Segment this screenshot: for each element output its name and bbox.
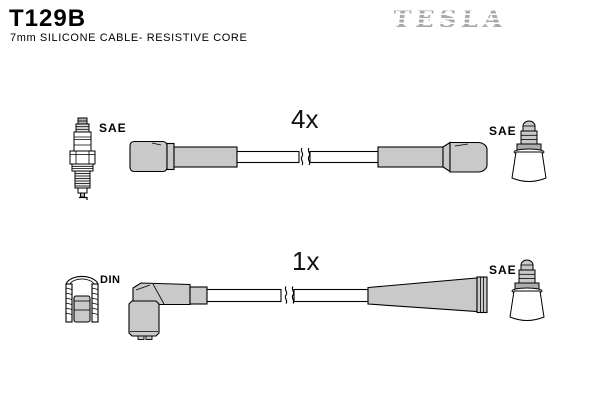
din-connector-icon — [65, 275, 99, 323]
spark-plug-icon — [69, 117, 96, 200]
quantity-label-bottom: 1x — [292, 246, 320, 276]
tapered-connector-right — [367, 276, 488, 314]
straight-boot-left — [129, 140, 238, 173]
elbow-boot — [128, 282, 208, 340]
fitting-label-sae-top-right: SAE — [489, 124, 517, 138]
top-assembly — [69, 117, 547, 200]
fitting-label-din: DIN — [100, 274, 121, 286]
bottom-assembly — [65, 259, 545, 340]
cable-bottom — [206, 286, 369, 304]
straight-boot-right — [377, 141, 488, 173]
fitting-label-sae-bottom-right: SAE — [489, 263, 517, 277]
part-number: T129B — [9, 5, 87, 32]
sae-terminal-icon-top — [511, 120, 547, 182]
cable-break-mark — [284, 286, 295, 304]
cable-top — [236, 147, 379, 166]
cable-break-mark — [300, 147, 311, 166]
quantity-label-top: 4x — [291, 104, 319, 134]
cable-ferrule — [189, 286, 208, 305]
fitting-label-sae-top-left: SAE — [99, 121, 127, 135]
product-subtitle: 7mm SILICONE CABLE- RESISTIVE CORE — [10, 32, 248, 44]
